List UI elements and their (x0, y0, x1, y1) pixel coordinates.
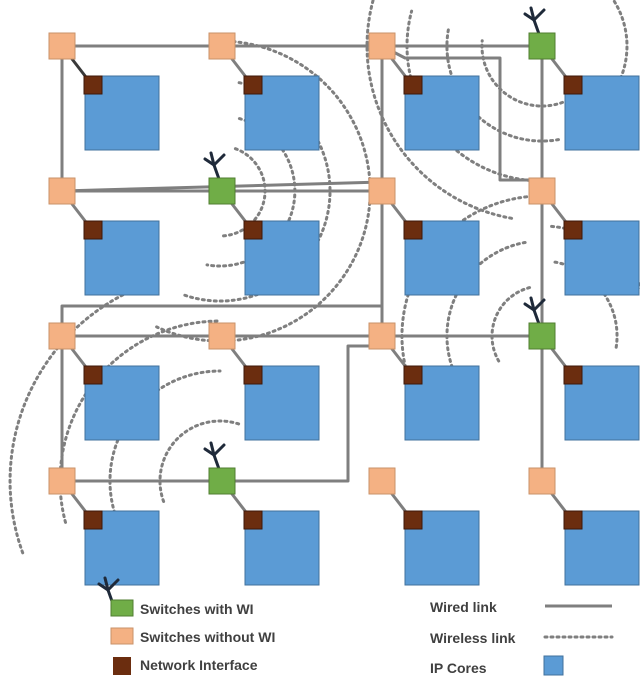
network-interface (403, 75, 423, 95)
switch-with-wi (208, 467, 236, 495)
network-interface (83, 220, 103, 240)
network-interface (243, 365, 263, 385)
antenna-icon (203, 441, 226, 471)
legend-switch-wi-swatch (110, 599, 134, 617)
network-interface (83, 365, 103, 385)
switches (48, 6, 556, 495)
legend-item-network-interface: Network Interface (113, 657, 258, 675)
switch-without-wi (208, 32, 236, 60)
switch-with-wi (528, 322, 556, 350)
network-interface (563, 365, 583, 385)
wired-link (60, 191, 384, 336)
legend-switch-plain-swatch (110, 627, 134, 645)
switch-without-wi (368, 467, 396, 495)
switch-with-wi (208, 177, 236, 205)
network-interface (83, 75, 103, 95)
wired-links (60, 44, 571, 517)
network-interface (563, 510, 583, 530)
legend-item-wireless-link: Wireless link (430, 630, 614, 646)
legend-ip-core-swatch (543, 655, 564, 676)
switch-without-wi (208, 322, 236, 350)
antenna-icon (523, 6, 546, 36)
switch-with-wi (528, 32, 556, 60)
network-interface (243, 510, 263, 530)
network-interface (563, 220, 583, 240)
legend: Switches with WI Switches without WI Net… (97, 576, 614, 676)
switch-without-wi (528, 177, 556, 205)
network-interfaces (83, 75, 583, 530)
legend-ip-cores-label: IP Cores (430, 660, 487, 676)
wired-link (62, 344, 382, 483)
wireless-arc (365, 0, 514, 220)
switch-without-wi (368, 32, 396, 60)
network-interface (83, 510, 103, 530)
switch-without-wi (48, 32, 76, 60)
network-interface (403, 510, 423, 530)
network-interface (243, 220, 263, 240)
legend-network-interface-label: Network Interface (140, 657, 258, 673)
legend-item-switch-plain: Switches without WI (110, 627, 275, 645)
wireless-arc (611, 0, 629, 90)
switch-without-wi (368, 177, 396, 205)
wired-link (381, 44, 542, 182)
antenna-icon (523, 296, 546, 326)
legend-item-switch-wi: Switches with WI (97, 576, 254, 617)
legend-item-ip-cores: IP Cores (430, 655, 564, 676)
wireless-arc (490, 285, 535, 363)
wireless-arc (158, 419, 242, 503)
switch-without-wi (368, 322, 396, 350)
ip-cores (84, 75, 640, 586)
switch-without-wi (528, 467, 556, 495)
legend-switch-wi-label: Switches with WI (140, 601, 254, 617)
antenna-icon (203, 151, 226, 181)
switch-without-wi (48, 177, 76, 205)
network-interface (243, 75, 263, 95)
wireless-arc (108, 369, 222, 521)
switch-without-wi (48, 467, 76, 495)
network-interface (563, 75, 583, 95)
switch-without-wi (48, 322, 76, 350)
legend-switch-plain-label: Switches without WI (140, 629, 275, 645)
network-interface (403, 365, 423, 385)
wireless-arc (445, 240, 527, 385)
wireless-arc (218, 147, 267, 238)
legend-item-wired-link: Wired link (430, 599, 612, 615)
network-interface (403, 220, 423, 240)
legend-network-interface-swatch (113, 657, 131, 675)
legend-wired-link-label: Wired link (430, 599, 497, 615)
legend-wireless-link-label: Wireless link (430, 630, 516, 646)
